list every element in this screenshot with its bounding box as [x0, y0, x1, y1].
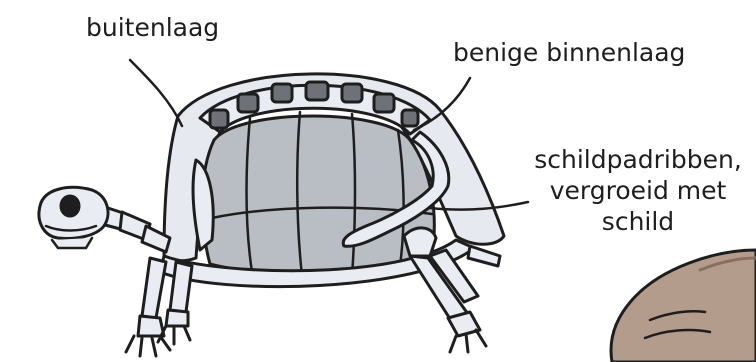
front-leg [126, 258, 192, 356]
stone-shape [611, 250, 756, 362]
label-ribs-line-1: schildpadribben, [520, 144, 756, 175]
label-bony-inner-layer: benige binnenlaag [453, 37, 685, 68]
skull [39, 187, 108, 248]
label-ribs-line-2: vergroeid met [520, 175, 756, 206]
label-ribs-line-3: schild [520, 206, 756, 237]
leader-line-outer [130, 60, 182, 126]
tail [468, 246, 500, 266]
label-outer-layer: buitenlaag [86, 12, 219, 43]
label-turtle-ribs: schildpadribben, vergroeid met schild [520, 144, 756, 237]
